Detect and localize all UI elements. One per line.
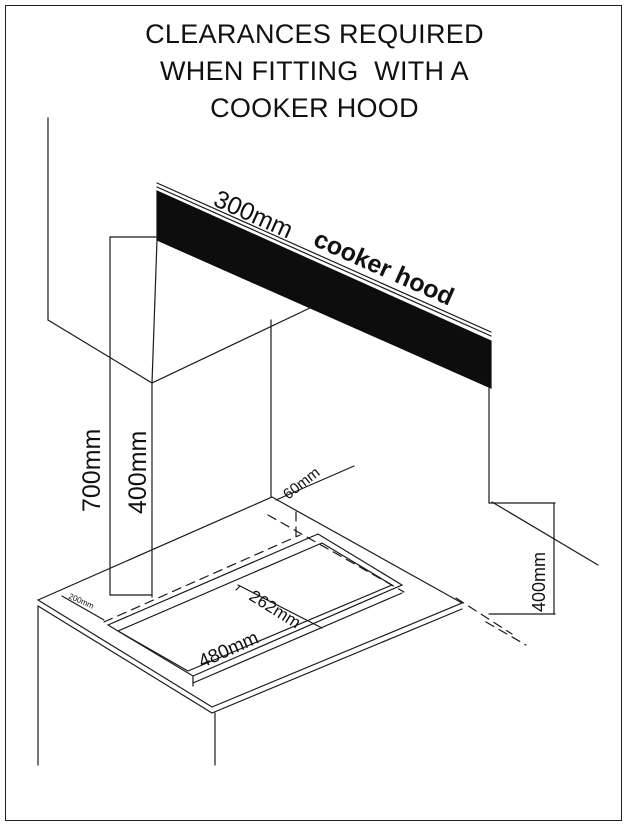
worktop-right-edge bbox=[211, 608, 463, 714]
label-front-gap: 200mm bbox=[67, 592, 95, 611]
title-line-3: COOKER HOOD bbox=[210, 93, 419, 123]
dim-262-line-b bbox=[235, 585, 241, 591]
label-rear-gap: 60mm bbox=[280, 464, 323, 503]
label-height-total: 700mm bbox=[78, 429, 106, 512]
title-line-1: CLEARANCES REQUIRED bbox=[145, 19, 484, 49]
diagram-frame bbox=[5, 5, 622, 821]
wall-right-diagonal bbox=[491, 501, 599, 566]
dim-262-line bbox=[237, 584, 323, 629]
title-line-2: WHEN FITTING WITH A bbox=[160, 56, 469, 86]
label-height-hood: 400mm bbox=[124, 431, 152, 514]
guide-dash-right bbox=[455, 597, 513, 635]
hood-underside-left bbox=[151, 306, 313, 384]
hood-left-side bbox=[151, 239, 158, 384]
dim-200-line bbox=[61, 595, 105, 621]
hood-top-edge-inner bbox=[156, 182, 492, 333]
wall-corner-diagonal bbox=[47, 319, 153, 384]
label-cutout-width: 480mm bbox=[195, 628, 261, 673]
diagram-title: CLEARANCES REQUIRED WHEN FITTING WITH A … bbox=[0, 16, 629, 127]
dim-480-baseline bbox=[192, 592, 403, 684]
hob-cutout bbox=[106, 533, 404, 677]
label-side-height: 400mm bbox=[529, 552, 549, 612]
worktop bbox=[36, 496, 464, 708]
cooker-hood bbox=[156, 190, 492, 389]
worktop-front-edge bbox=[37, 605, 213, 714]
guide-dash-rear bbox=[267, 514, 405, 593]
guide-dash-back bbox=[103, 534, 301, 623]
label-cutout-depth: 262mm bbox=[246, 586, 304, 632]
guide-dash-right-2 bbox=[485, 621, 527, 646]
dim-60-line bbox=[275, 465, 355, 501]
hood-top-edge bbox=[156, 186, 492, 337]
